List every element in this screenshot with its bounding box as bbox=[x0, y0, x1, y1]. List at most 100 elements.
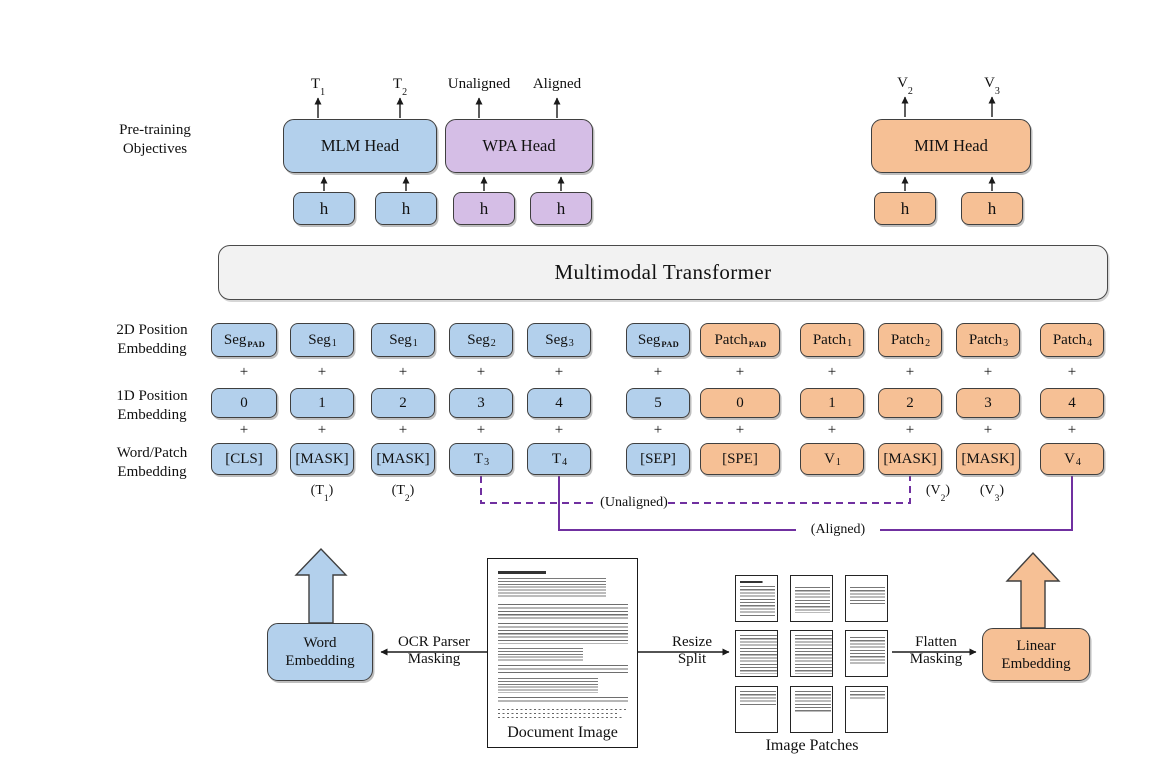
hidden-state-box: h bbox=[874, 192, 936, 225]
plus-sign: + bbox=[735, 422, 745, 438]
output-label-t2: T2 bbox=[392, 76, 408, 98]
image-patch bbox=[735, 575, 778, 622]
image-patch bbox=[735, 686, 778, 733]
plus-sign: + bbox=[905, 422, 915, 438]
masked-target-label: (V3) bbox=[979, 483, 1005, 504]
1d-position-box: 2 bbox=[878, 388, 942, 418]
plus-sign: + bbox=[905, 364, 915, 380]
masked-target-label: (V2) bbox=[925, 483, 951, 504]
plus-sign: + bbox=[735, 364, 745, 380]
linear-embedding-up-arrow bbox=[1005, 551, 1061, 629]
plus-sign: + bbox=[476, 364, 486, 380]
word-patch-token-box: [MASK] bbox=[956, 443, 1020, 475]
output-label-unaligned: Unaligned bbox=[447, 76, 511, 92]
1d-position-box: 1 bbox=[290, 388, 354, 418]
plus-sign: + bbox=[653, 364, 663, 380]
mim-head-box: MIM Head bbox=[871, 119, 1031, 173]
plus-sign: + bbox=[1067, 422, 1077, 438]
hidden-state-arrows bbox=[320, 176, 996, 191]
hidden-state-box: h bbox=[530, 192, 592, 225]
word-patch-token-box: [MASK] bbox=[371, 443, 435, 475]
plus-sign: + bbox=[554, 422, 564, 438]
output-label-t1: T1 bbox=[310, 76, 326, 98]
1d-position-box: 3 bbox=[449, 388, 513, 418]
hidden-state-box: h bbox=[453, 192, 515, 225]
plus-sign: + bbox=[983, 364, 993, 380]
plus-sign: + bbox=[239, 364, 249, 380]
1d-position-box: 4 bbox=[1040, 388, 1104, 418]
image-patch bbox=[790, 686, 833, 733]
word-embedding-up-arrow bbox=[294, 547, 348, 624]
document-image: Document Image bbox=[487, 558, 638, 748]
output-label-aligned: Aligned bbox=[532, 76, 582, 92]
plus-sign: + bbox=[317, 422, 327, 438]
plus-sign: + bbox=[827, 422, 837, 438]
word-patch-token-box: [MASK] bbox=[290, 443, 354, 475]
word-patch-token-box: [CLS] bbox=[211, 443, 277, 475]
word-patch-token-box: [SPE] bbox=[700, 443, 780, 475]
1d-position-box: 1 bbox=[800, 388, 864, 418]
aligned-connector-label: (Aligned) bbox=[810, 522, 866, 537]
1d-position-box: 0 bbox=[211, 388, 277, 418]
masked-target-label: (T2) bbox=[391, 483, 415, 504]
word-patch-token-box: [SEP] bbox=[626, 443, 690, 475]
plus-sign: + bbox=[239, 422, 249, 438]
wpa-head-box: WPA Head bbox=[445, 119, 593, 173]
1d-position-box: 4 bbox=[527, 388, 591, 418]
mlm-head-box: MLM Head bbox=[283, 119, 437, 173]
word-patch-token-box: [MASK] bbox=[878, 443, 942, 475]
image-patches-caption: Image Patches bbox=[765, 737, 859, 754]
plus-sign: + bbox=[653, 422, 663, 438]
plus-sign: + bbox=[317, 364, 327, 380]
head-output-arrows bbox=[314, 96, 996, 118]
image-patch bbox=[845, 575, 888, 622]
plus-sign: + bbox=[1067, 364, 1077, 380]
image-patch bbox=[790, 575, 833, 622]
image-patch bbox=[790, 630, 833, 677]
output-label-v3: V3 bbox=[984, 75, 1000, 97]
multimodal-transformer-box: Multimodal Transformer bbox=[218, 245, 1108, 300]
document-image-caption: Document Image bbox=[507, 724, 618, 741]
image-patch bbox=[845, 630, 888, 677]
hidden-state-box: h bbox=[961, 192, 1023, 225]
plus-sign: + bbox=[554, 364, 564, 380]
1d-position-box: 3 bbox=[956, 388, 1020, 418]
output-label-v2: V2 bbox=[897, 75, 913, 97]
1d-position-box: 2 bbox=[371, 388, 435, 418]
plus-sign: + bbox=[983, 422, 993, 438]
1d-position-box: 5 bbox=[626, 388, 690, 418]
masked-target-label: (T1) bbox=[310, 483, 334, 504]
image-patch bbox=[735, 630, 778, 677]
image-patch bbox=[845, 686, 888, 733]
plus-sign: + bbox=[476, 422, 486, 438]
unaligned-connector-label: (Unaligned) bbox=[600, 495, 668, 510]
plus-sign: + bbox=[398, 364, 408, 380]
1d-position-box: 0 bbox=[700, 388, 780, 418]
plus-sign: + bbox=[398, 422, 408, 438]
